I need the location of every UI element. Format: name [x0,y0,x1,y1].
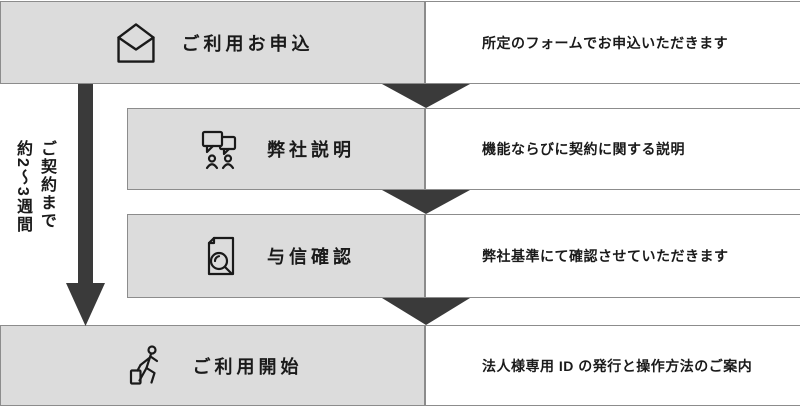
down-triangle-connector-3 [382,298,470,325]
step-box-application: ご利用お申込 [0,1,425,84]
step-box-credit-check: 与信確認 [127,214,425,298]
step-desc-text: 所定のフォームでお申込いただきます [482,34,729,51]
down-triangle-connector-1 [382,84,470,108]
step-desc-text: 機能ならびに契約に関する説明 [482,141,685,157]
step-desc-explanation: 機能ならびに契約に関する説明 [425,108,800,190]
step-title: ご利用お申込 [181,33,314,54]
timeline-label-line1: ご契約まで [38,140,55,230]
open-envelope-icon [112,19,160,67]
down-triangle-connector-2 [382,190,470,214]
chat-people-icon [197,125,245,173]
step-box-explanation: 弊社説明 [127,108,425,190]
document-magnifier-icon [197,232,245,280]
step-desc-credit-check: 弊社基準にて確認させていただきます [425,214,800,298]
timeline-down-arrow [66,84,105,326]
step-title: 弊社説明 [267,140,355,160]
step-title: 与信確認 [267,247,355,267]
step-desc-application: 所定のフォームでお申込いただきます [425,1,800,84]
step-box-start: ご利用開始 [0,325,425,406]
step-desc-start: 法人様専用 ID の発行と操作方法のご案内 [425,325,800,406]
step-title: ご利用開始 [192,356,303,377]
step-desc-text: 弊社基準にて確認させていただきます [482,248,729,264]
timeline-label-line2: 約2〜3週間 [14,140,31,234]
step-desc-text: 法人様専用 ID の発行と操作方法のご案内 [482,357,753,374]
walking-person-suitcase-icon [123,342,171,390]
timeline-label: ご契約まで 約2〜3週間 [10,140,58,234]
